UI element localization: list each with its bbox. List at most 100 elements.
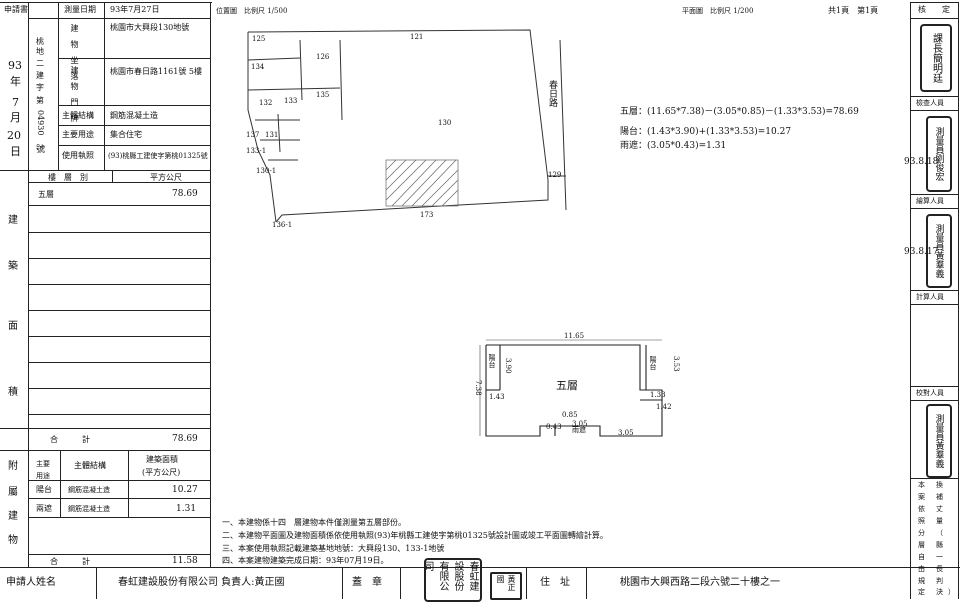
applicant-doc-label: 申請書 (4, 5, 28, 14)
lot-134: 134 (251, 63, 265, 71)
door-number-value: 桃園市春日路1161號 5樓 (110, 67, 202, 76)
annex-row-use-0: 陽台 (36, 485, 52, 494)
checker-date: 93.8.18 (904, 157, 939, 167)
approval-note-11: 補 (936, 493, 943, 501)
area-col-floor: 樓 層 別 (48, 173, 88, 182)
approval-note-15: 縣 (936, 541, 943, 549)
approval-note-8: 規 (918, 577, 925, 585)
annex-row-use-1: 兩遮 (36, 504, 52, 513)
area-side-2: 面 (8, 321, 18, 332)
check-label: 校對人員 (916, 389, 944, 397)
calc-label: 計算人員 (916, 293, 944, 301)
applicant-value: 春虹建設股份有限公司 負責人:黃正國 (118, 577, 285, 588)
lot-129: 129 (548, 171, 562, 179)
main-use-label: 主要用途 (62, 130, 94, 139)
left-number-suffix: 號 (36, 145, 46, 155)
approval-note-0: 本 (918, 481, 925, 489)
lot-136-1: 136-1 (272, 221, 293, 229)
left-number-value: 04930 (36, 110, 45, 136)
rain-label: 雨遮 (572, 426, 586, 434)
plan-dim-7: 3.05 (618, 429, 634, 437)
note-3: 三、本案使用執照記載建築基地地號：大興段130、133-1地號 (222, 544, 445, 553)
lot-135: 135 (316, 91, 330, 99)
building-location-value: 桃園市大興段130地號 (110, 23, 190, 32)
annex-row-structure-1: 鋼筋混凝土造 (68, 505, 110, 513)
seal-label: 蓋 章 (352, 577, 382, 588)
area-total-label: 合 計 (50, 435, 90, 444)
lot-173: 173 (420, 211, 434, 219)
approval-note-18: 判 (936, 577, 943, 585)
use-permit-label: 使用執照 (62, 151, 94, 160)
approval-note-6: 自 (918, 553, 925, 561)
approval-note-13: 量 (936, 517, 943, 525)
approval-note-3: 照 (918, 517, 925, 525)
annex-row-structure-0: 鋼筋混凝土造 (68, 486, 110, 494)
annex-col-structure: 主體結構 (74, 461, 106, 470)
left-date-1: 年 (10, 75, 21, 88)
left-number-2: 二 (36, 59, 44, 68)
plan-dim-0: 1.43 (489, 393, 505, 401)
approval-note-2: 依 (918, 505, 925, 513)
area-total-value: 78.69 (172, 434, 198, 444)
area-row-floor: 五層 (38, 190, 54, 199)
check-stamp: 測量員黃羣義 (926, 404, 952, 478)
lot-130: 130 (438, 119, 452, 127)
floor-label: 五層 (556, 379, 578, 392)
lot-133: 133 (284, 97, 298, 105)
survey-date: 93.8.17 (904, 247, 939, 257)
approval-note-10: 換 (936, 481, 943, 489)
survey-date-value: 93年7月27日 (110, 5, 160, 14)
survey-label: 繪算人員 (916, 197, 944, 205)
lot-132: 132 (259, 99, 273, 107)
balcony-right: 陽台 (649, 356, 657, 370)
section-chief-stamp: 課長簡明廷 (920, 24, 952, 92)
plan-label: 平面圖 比例尺 1/200 (682, 7, 754, 15)
main-use-value: 集合住宅 (110, 130, 142, 139)
approval-note-4: 分 (918, 529, 925, 537)
lot-126: 126 (316, 53, 330, 61)
checker-label: 檢查人員 (916, 99, 944, 107)
approval-note-20: ） (948, 588, 955, 596)
address-label: 住 址 (540, 577, 570, 588)
main-structure-value: 鋼筋混凝土造 (110, 111, 158, 120)
annex-side-2: 建 (8, 511, 18, 522)
plan-dim-6: 0.43 (546, 423, 562, 431)
plan-dim-4: 0.85 (562, 411, 578, 419)
dim-top: 11.65 (564, 332, 585, 340)
plan-dim-8: 1.42 (656, 403, 672, 411)
annex-side-3: 物 (8, 535, 18, 546)
survey-date-label: 測量日期 (64, 5, 96, 14)
left-date-5: 日 (10, 145, 21, 158)
checker-stamp: 測量員劉俊宏 (926, 116, 952, 192)
plan-dim-1: 3.90 (504, 358, 512, 374)
area-row-value: 78.69 (172, 189, 198, 199)
left-date-3: 月 (10, 111, 21, 124)
plan-dim-3: 3.53 (672, 356, 680, 372)
approval-note-16: 一 (936, 553, 943, 561)
left-date-4: 20 (7, 129, 21, 142)
area-side-0: 建 (8, 215, 18, 226)
left-date-2: 7 (12, 96, 19, 109)
building-location-label: 建 物 坐 落 (70, 24, 79, 80)
company-stamp: 春虹建設股份有限公司 (424, 558, 482, 602)
door-number-label: 建 物 門 牌 (70, 66, 79, 122)
survey-stamp: 測量員黃羣義 (926, 214, 952, 288)
annex-total-value: 11.58 (172, 556, 198, 566)
approval-note-5: 層 (918, 541, 925, 549)
left-number-0: 桃 (36, 37, 44, 46)
left-number-1: 地 (36, 47, 44, 56)
lot-133-1: 133-1 (246, 147, 267, 155)
balcony-left: 陽台 (488, 354, 496, 368)
annex-side-1: 屬 (8, 487, 18, 498)
left-number-3: 建 (36, 71, 44, 80)
calc-line-1: 五層：(11.65*7.38)－(3.05*0.85)－(1.33*3.53)=… (620, 107, 859, 117)
lot-130-1: 130-1 (256, 167, 277, 175)
area-col-area: 平方公尺 (150, 173, 182, 182)
approval-header: 核 定 (918, 5, 950, 14)
annex-side-0: 附 (8, 461, 18, 472)
approval-note-19: 決 (936, 588, 943, 596)
annex-row-area-1: 1.31 (176, 504, 197, 514)
approval-note-17: 長 (936, 565, 943, 573)
approval-note-12: 丈 (936, 505, 943, 513)
